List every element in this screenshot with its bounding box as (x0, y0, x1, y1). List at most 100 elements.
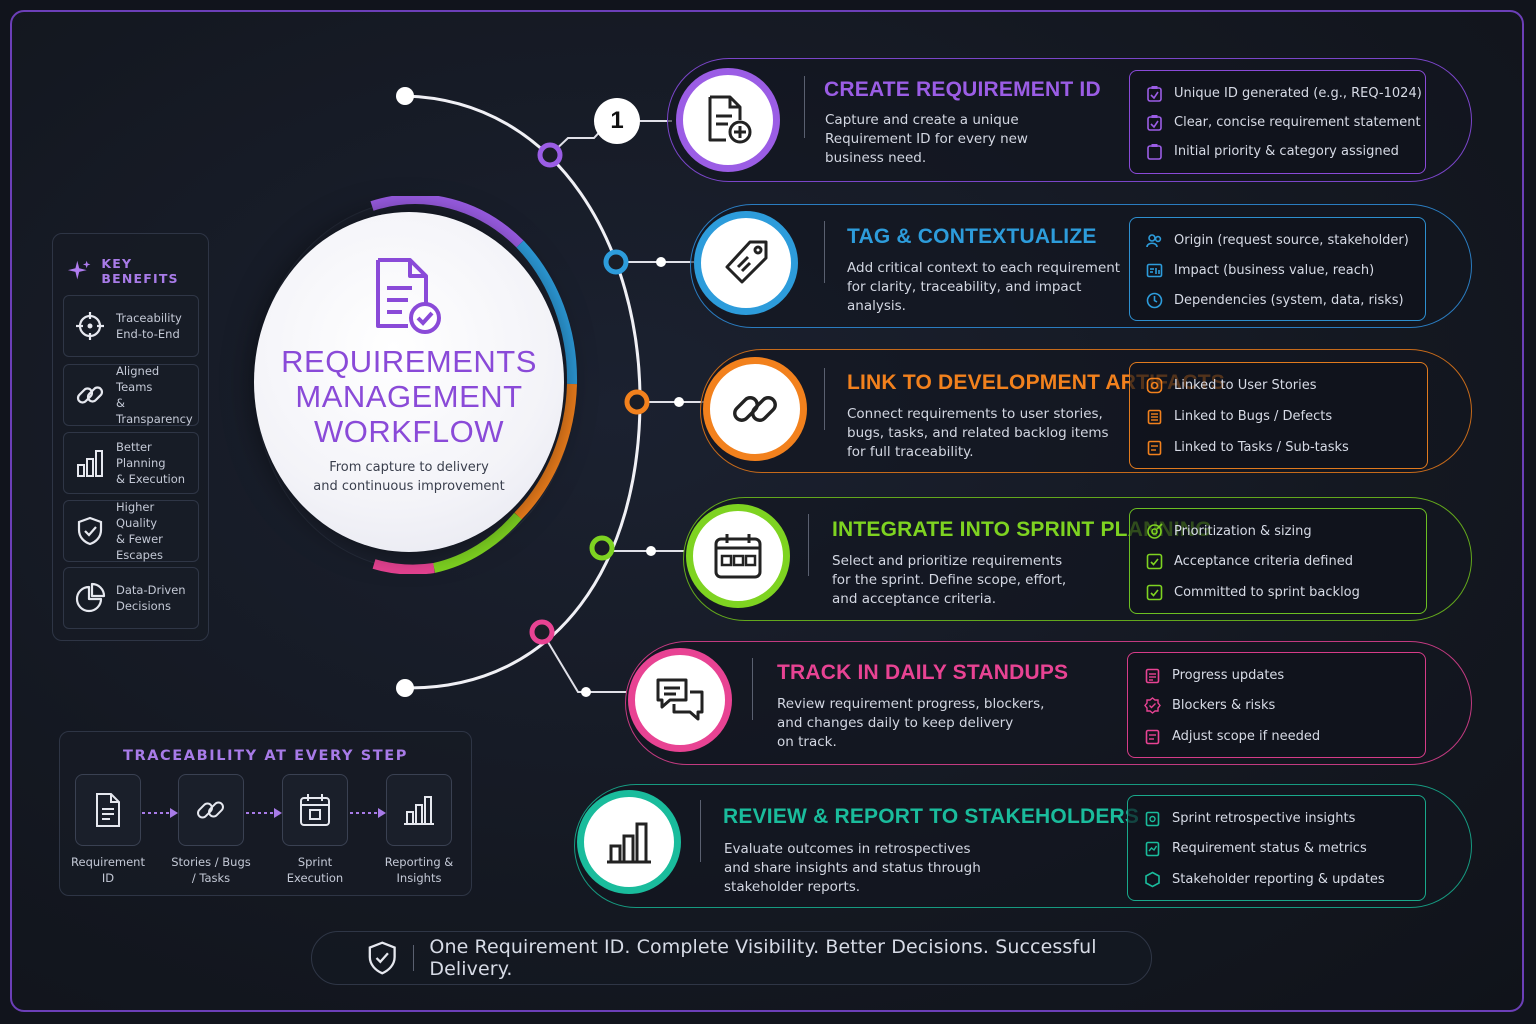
crosshair-icon (76, 312, 104, 340)
step-3-detail: Linked to User Stories (1146, 377, 1317, 394)
link-icon (76, 386, 104, 404)
step-4-detail: Acceptance criteria defined (1146, 553, 1353, 570)
step-5-detail: Progress updates (1144, 667, 1284, 684)
badge-check-icon (1144, 697, 1161, 714)
checkbox-icon (1146, 553, 1163, 570)
step-6-details: Sprint retrospective insights Requiremen… (1127, 795, 1426, 901)
shield-check-icon (368, 941, 396, 975)
step-2-detail: Impact (business value, reach) (1146, 262, 1374, 279)
trace-node-stories: Stories / Bugs/ Tasks (168, 774, 254, 886)
bug-list-icon (1147, 409, 1162, 425)
calendar-icon (714, 534, 762, 579)
workflow-hub: REQUIREMENTS MANAGEMENT WORKFLOW From ca… (254, 212, 564, 552)
step-1-icon-circle (676, 68, 780, 172)
step-number-badge: 1 (594, 98, 640, 144)
step-4-icon-circle (686, 504, 790, 608)
step-2-description: Add critical context to each requirement… (847, 260, 1121, 314)
step-4-title: INTEGRATE INTO SPRINT PLANNING (832, 518, 1212, 541)
link-icon (733, 396, 777, 422)
step-3-description: Connect requirements to user stories,bug… (847, 406, 1109, 460)
retro-icon (1145, 811, 1160, 827)
shield-check-icon (77, 516, 103, 546)
bar-chart-icon (607, 822, 651, 864)
adjust-list-icon (1145, 729, 1160, 745)
document-plus-icon (708, 95, 752, 144)
step-3-icon-circle (703, 357, 807, 461)
tag-icon (725, 240, 768, 284)
clipboard-icon (1147, 144, 1162, 160)
pie-chart-icon (75, 582, 106, 613)
step-3-detail: Linked to Bugs / Defects (1146, 408, 1332, 425)
step-2-detail: Origin (request source, stakeholder) (1146, 232, 1409, 249)
trace-node-reporting: Reporting &Insights (376, 774, 462, 886)
step-1-details: Unique ID generated (e.g., REQ-1024) Cle… (1129, 70, 1426, 174)
status-icon (1145, 841, 1160, 857)
step-4-detail: Prioritization & sizing (1146, 523, 1312, 540)
document-check-icon (376, 258, 441, 334)
step-2-detail: Dependencies (system, data, risks) (1146, 292, 1404, 309)
dashboard-icon (1146, 263, 1163, 278)
step-1-divider (804, 76, 805, 138)
step-1-title: CREATE REQUIREMENT ID (824, 78, 1101, 101)
calendar-icon (300, 794, 330, 826)
step-3-detail: Linked to Tasks / Sub-tasks (1146, 439, 1349, 456)
step-4-divider (808, 514, 809, 576)
user-story-icon (1146, 377, 1163, 394)
step-6-divider (700, 800, 701, 862)
sparkle-icon (67, 260, 91, 280)
checkbox-icon (1146, 584, 1163, 601)
step-2-title: TAG & CONTEXTUALIZE (847, 225, 1097, 248)
clock-icon (1146, 292, 1163, 309)
step-1-detail: Clear, concise requirement statement (1146, 114, 1421, 131)
document-icon (96, 793, 120, 827)
clipboard-check-icon (1147, 115, 1162, 131)
progress-list-icon (1145, 668, 1160, 684)
step-4-details: Prioritization & sizing Acceptance crite… (1129, 508, 1427, 614)
step-5-icon-circle (628, 648, 732, 752)
step-6-detail: Sprint retrospective insights (1144, 810, 1355, 827)
step-2-details: Origin (request source, stakeholder) Imp… (1129, 217, 1426, 321)
footer-tagline: One Requirement ID. Complete Visibility.… (429, 936, 1097, 980)
hexagon-icon (1145, 871, 1160, 888)
step-5-detail: Adjust scope if needed (1144, 728, 1320, 745)
benefit-aligned-teams: Aligned Teams& Transparency (63, 364, 199, 426)
step-3-details: Linked to User Stories Linked to Bugs / … (1129, 362, 1428, 469)
step-3-divider (824, 368, 825, 430)
footer-divider (413, 945, 415, 971)
step-1-detail: Initial priority & category assigned (1146, 143, 1399, 160)
clipboard-check-icon (1147, 86, 1162, 102)
chat-bubbles-icon (656, 678, 704, 721)
step-4-detail: Committed to sprint backlog (1146, 584, 1360, 601)
hub-subtitle: From capture to delivery and continuous … (313, 460, 505, 494)
step-5-description: Review requirement progress, blockers,an… (777, 696, 1045, 750)
target-icon (1147, 523, 1163, 539)
bar-chart-icon (77, 450, 103, 477)
hub-title: REQUIREMENTS MANAGEMENT WORKFLOW (281, 344, 537, 449)
step-2-divider (824, 221, 825, 283)
step-1-detail: Unique ID generated (e.g., REQ-1024) (1146, 85, 1422, 102)
step-2-icon-circle (694, 211, 798, 315)
arrow-right-icon (246, 808, 282, 818)
footer-banner: One Requirement ID. Complete Visibility.… (311, 931, 1152, 985)
link-icon (197, 801, 224, 819)
step-5-details: Progress updates Blockers & risks Adjust… (1127, 652, 1426, 758)
bar-chart-icon (404, 796, 434, 825)
step-6-detail: Stakeholder reporting & updates (1144, 871, 1385, 888)
people-icon (1146, 234, 1162, 248)
arrow-right-icon (350, 808, 386, 818)
key-benefits-heading: KEY BENEFITS (67, 256, 208, 286)
step-6-detail: Requirement status & metrics (1144, 840, 1367, 857)
task-list-icon (1147, 440, 1162, 456)
step-6-title: REVIEW & REPORT TO STAKEHOLDERS (723, 805, 1140, 828)
step-5-title: TRACK IN DAILY STANDUPS (777, 661, 1069, 684)
step-6-icon-circle (577, 790, 681, 894)
benefit-higher-quality: Higher Quality& Fewer Escapes (63, 500, 199, 562)
